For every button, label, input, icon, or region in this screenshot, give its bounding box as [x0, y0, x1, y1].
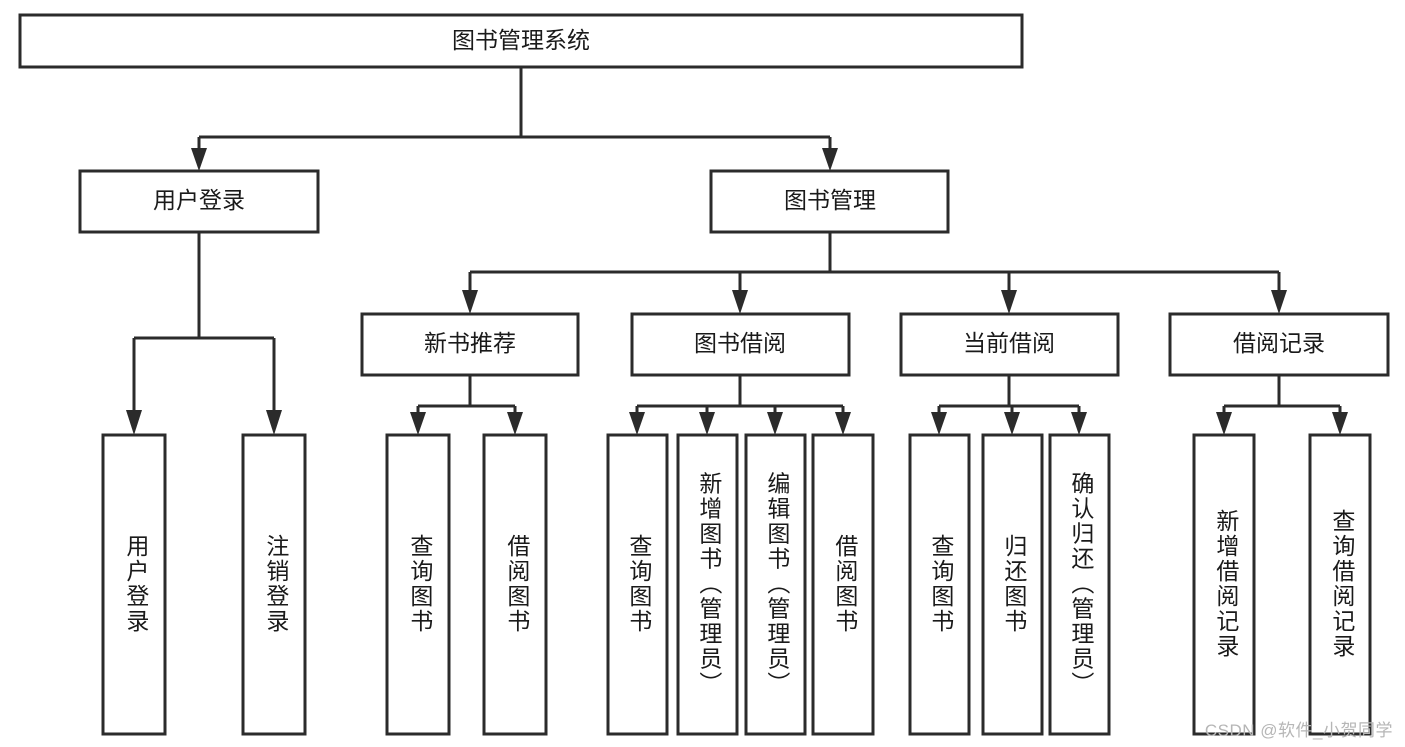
arrow-to-current-borrow: [1001, 290, 1017, 314]
node-user-login-box[interactable]: [78, 169, 320, 234]
leaf-rec-query-record-box[interactable]: [1308, 433, 1372, 736]
arrow-to-leaf-rec-borrow-book: [507, 412, 523, 435]
leaf-cur-confirm-return-label: 确认归还（管理员）: [1068, 472, 1095, 697]
leaf-rec-add-record-label: 新增借阅记录: [1213, 509, 1240, 659]
leaf-borrow-query-book-box[interactable]: [606, 433, 669, 736]
arrow-to-leaf-borrow-edit-book: [767, 412, 783, 435]
leaf-box-layer: [101, 433, 1372, 736]
arrow-to-borrow-record: [1271, 290, 1287, 314]
arrow-to-book-borrow: [732, 290, 748, 314]
leaf-cur-query-book-box[interactable]: [908, 433, 971, 736]
node-book-manage-label: 图书管理: [784, 187, 876, 213]
node-borrow-record[interactable]: 借阅记录: [1168, 312, 1390, 377]
csdn-watermark: CSDN @软件_小贺同学: [1204, 721, 1393, 740]
node-book-borrow-label: 图书借阅: [694, 330, 786, 356]
arrow-to-leaf-borrow-add-book: [699, 412, 715, 435]
node-new-book-recommend-box[interactable]: [360, 312, 580, 377]
arrow-to-book-manage: [822, 148, 838, 171]
node-user-login-label: 用户登录: [153, 187, 245, 213]
leaf-borrow-edit-book-label: 编辑图书（管理员）: [764, 472, 791, 697]
node-book-manage[interactable]: 图书管理: [709, 169, 950, 234]
leaf-user-login-box[interactable]: [101, 433, 167, 736]
leaf-cur-confirm-return-box[interactable]: [1048, 433, 1111, 736]
arrow-to-leaf-cur-confirm-return: [1071, 412, 1087, 435]
leaf-rec-query-book-label: 查询图书: [407, 534, 434, 634]
arrow-to-leaf-user-login: [126, 410, 142, 435]
node-book-manage-box[interactable]: [709, 169, 950, 234]
node-book-borrow[interactable]: 图书借阅: [630, 312, 851, 377]
node-new-book-recommend-label: 新书推荐: [424, 330, 516, 356]
node-current-borrow-label: 当前借阅: [963, 330, 1055, 356]
node-new-book-recommend[interactable]: 新书推荐: [360, 312, 580, 377]
node-current-borrow-box[interactable]: [899, 312, 1120, 377]
leaf-borrow-add-book-box[interactable]: [676, 433, 739, 736]
node-user-login[interactable]: 用户登录: [78, 169, 320, 234]
leaf-user-logout-label: 注销登录: [263, 534, 290, 634]
arrow-to-leaf-rec-add-record: [1216, 412, 1232, 435]
arrow-to-leaf-borrow-query-book: [629, 412, 645, 435]
arrow-to-leaf-cur-query-book: [931, 412, 947, 435]
arrow-to-leaf-rec-query-record: [1332, 412, 1348, 435]
leaf-user-login-label: 用户登录: [123, 534, 150, 634]
leaf-cur-return-book-box[interactable]: [981, 433, 1044, 736]
leaf-label-layer: 用户登录 注销登录 查询图书 借阅图书 查询图书 新增图书（管理员） 编辑图书（…: [123, 472, 1356, 697]
node-borrow-record-box[interactable]: [1168, 312, 1390, 377]
leaf-rec-borrow-book-box[interactable]: [482, 433, 548, 736]
node-root-box[interactable]: [18, 13, 1024, 69]
leaf-borrow-query-book-label: 查询图书: [626, 534, 653, 634]
node-root-label: 图书管理系统: [452, 27, 590, 53]
leaf-rec-borrow-book-label: 借阅图书: [504, 534, 531, 634]
arrow-to-user-login: [191, 148, 207, 171]
leaf-borrow-borrow-book-label: 借阅图书: [832, 534, 859, 634]
leaf-user-logout-box[interactable]: [241, 433, 307, 736]
connector-layer: [126, 67, 1348, 435]
leaf-rec-query-book-box[interactable]: [385, 433, 451, 736]
leaf-rec-query-record-label: 查询借阅记录: [1329, 509, 1356, 659]
node-borrow-record-label: 借阅记录: [1233, 330, 1325, 356]
leaf-cur-return-book-label: 归还图书: [1001, 534, 1028, 634]
arrow-to-leaf-cur-return-book: [1004, 412, 1020, 435]
leaf-borrow-edit-book-box[interactable]: [744, 433, 807, 736]
node-book-borrow-box[interactable]: [630, 312, 851, 377]
leaf-borrow-borrow-book-box[interactable]: [811, 433, 875, 736]
arrow-to-leaf-rec-query-book: [410, 412, 426, 435]
arrow-to-new-book-recommend: [462, 290, 478, 314]
leaf-rec-add-record-box[interactable]: [1192, 433, 1256, 736]
arrow-to-leaf-borrow-borrow-book: [835, 412, 851, 435]
leaf-borrow-add-book-label: 新增图书（管理员）: [696, 472, 723, 697]
leaf-cur-query-book-label: 查询图书: [928, 534, 955, 634]
node-current-borrow[interactable]: 当前借阅: [899, 312, 1120, 377]
arrow-to-leaf-user-logout: [266, 410, 282, 435]
node-root[interactable]: 图书管理系统: [18, 13, 1024, 69]
